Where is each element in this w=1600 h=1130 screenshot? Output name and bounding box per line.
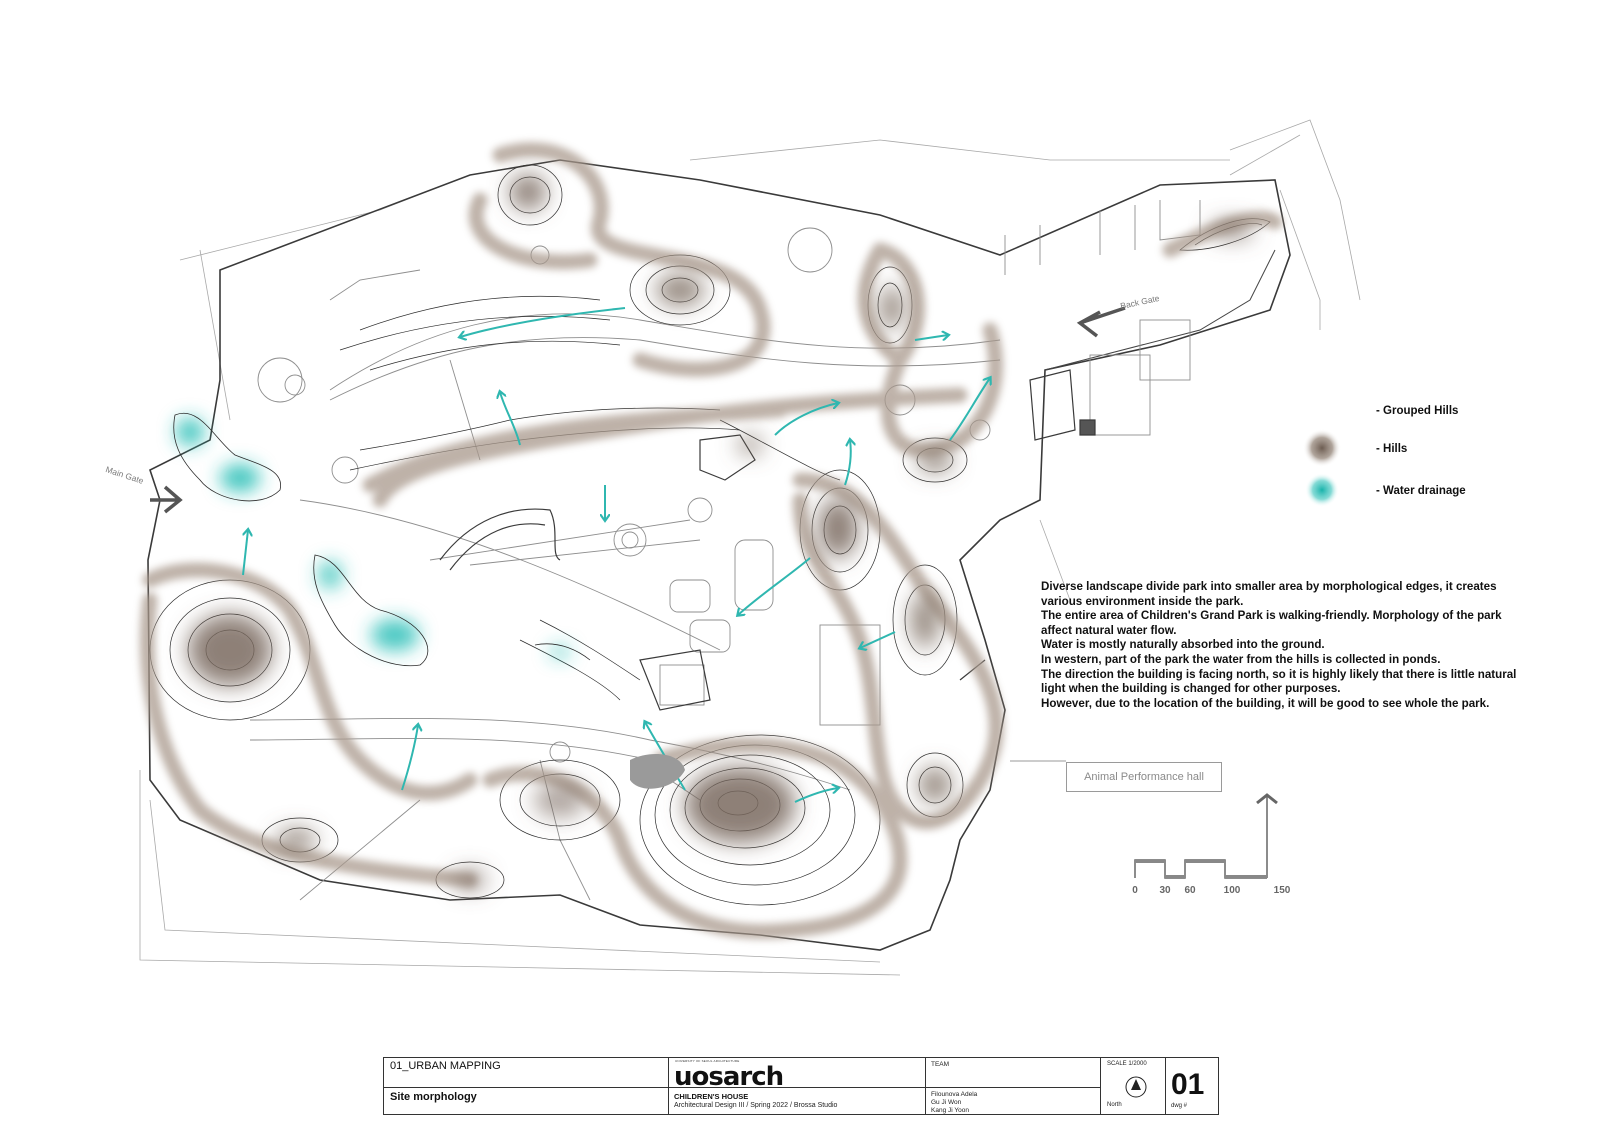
scale-tick-label: 0 [1132,885,1138,896]
site-notes: Diverse landscape divide park into small… [1041,580,1561,711]
flow-arrow-icon [460,307,626,337]
drawing-number: 01 [1171,1068,1205,1101]
note-line: light when the building is changed for o… [1041,682,1341,696]
legend-item-grouped-hills: - Grouped Hills [1280,395,1510,431]
scale-label: SCALE 1/2000 [1107,1061,1147,1067]
title-block: 01_URBAN MAPPING Site morphology UNIVERS… [383,1057,1219,1115]
flow-arrow-icon [794,788,838,803]
hills-swatch [1303,429,1341,467]
water-flow-arrows [242,307,990,803]
project-name: CHILDREN'S HOUSE [674,1092,749,1101]
internal-paths [249,200,1201,901]
section-title: 01_URBAN MAPPING [390,1060,501,1072]
logo: uosarch [674,1062,784,1092]
flow-arrow-icon [914,335,948,341]
team-member: Gu Ji Won [931,1099,962,1106]
north-arrow-icon [1256,793,1278,805]
legend: - Grouped Hills - Hills - Water drainage [1280,395,1510,515]
note-line: However, due to the location of the buil… [1041,696,1490,710]
surrounding-streets [139,119,1361,976]
drawing-number-label: dwg # [1171,1103,1188,1109]
flow-arrow-icon [774,403,838,436]
scale-tick-label: 100 [1224,885,1241,896]
buildings [439,369,1096,711]
note-line: Diverse landscape divide park into small… [1041,580,1497,593]
course-info: Architectural Design III / Spring 2022 /… [674,1102,838,1109]
water-drainage-swatch [1305,473,1339,507]
main-gate-arrow-icon [150,485,183,514]
team-member: Kang Ji Yoon [931,1107,969,1114]
note-line: Water is mostly naturally absorbed into … [1041,638,1325,652]
note-line: In western, part of the park the water f… [1041,652,1441,666]
animal-performance-hall-callout: Animal Performance hall [1066,762,1222,792]
flow-arrow-icon [949,378,990,441]
sheet-title: Site morphology [390,1091,477,1103]
water-drainage [176,418,570,658]
legend-item-hills: - Hills [1280,429,1510,469]
north-label: North [1107,1102,1122,1108]
flow-arrow-icon [401,725,418,791]
note-line: various environment inside the park. [1041,594,1244,608]
flow-arrow-icon [860,631,896,648]
plaza-patch [630,754,685,789]
callout-leader [1010,760,1066,762]
legend-item-water-drainage: - Water drainage [1280,473,1510,511]
ponds [173,412,591,667]
flow-arrow-icon [844,440,851,486]
note-line: affect natural water flow. [1041,623,1177,637]
flow-arrow-icon [500,392,521,446]
scale-tick-label: 60 [1184,885,1196,896]
north-arrow-icon [1125,1076,1147,1098]
back-gate-arrow-icon [1076,306,1126,338]
park-boundary [147,159,1291,951]
flow-arrow-icon [738,557,811,615]
grouped-hills [139,142,1283,939]
logo-subtitle: UNIVERSITY OF SEOUL ARCHITECTURE [675,1059,740,1063]
team-heading: TEAM [931,1061,950,1068]
scale-tick-label: 150 [1274,885,1291,896]
scale-tick-label: 30 [1159,885,1171,896]
flow-arrow-icon [242,530,248,576]
team-member: Filounova Adela [931,1091,978,1098]
scale-bar: 0 30 60 100 150 [1132,793,1291,896]
note-line: The direction the building is facing nor… [1041,667,1517,681]
note-line: The entire area of Children's Grand Park… [1041,609,1502,623]
grouped-hills-swatch [1280,404,1366,416]
hills [188,174,1254,890]
